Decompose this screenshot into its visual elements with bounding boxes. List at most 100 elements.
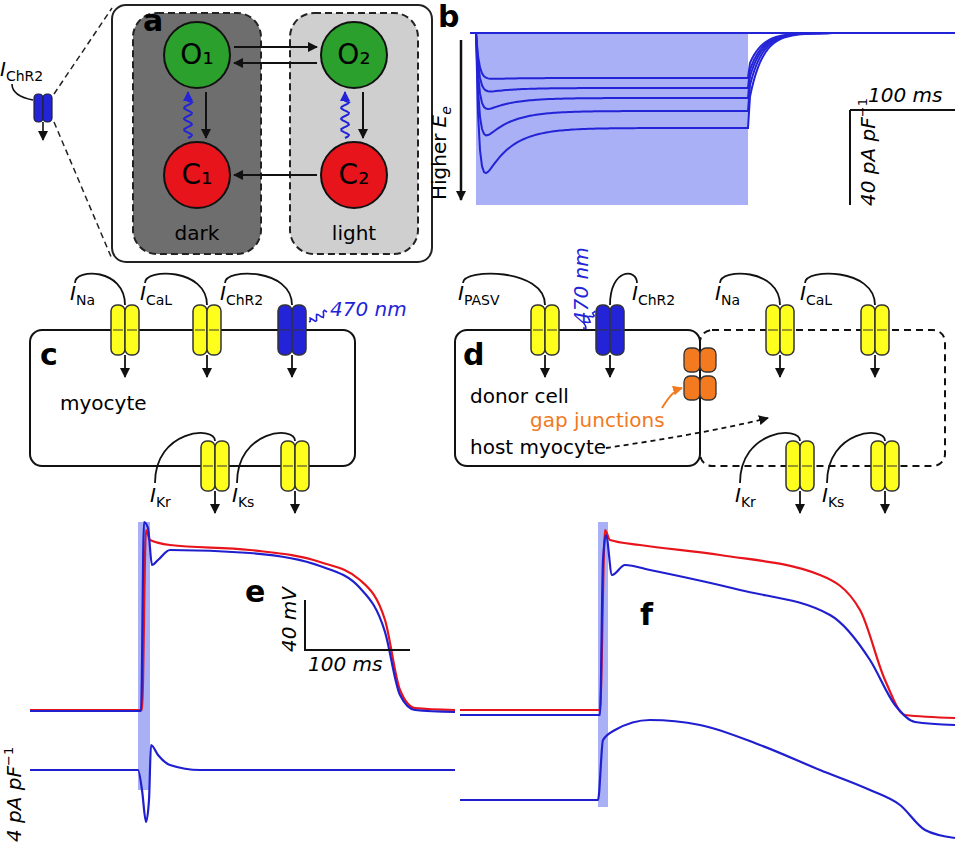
channel-segment [863,330,873,331]
label-text: Na [76,292,95,308]
label-text: I [458,281,464,305]
leader-line [740,433,800,483]
label-text: I [70,281,76,305]
cell-membrane [455,330,700,466]
current-name: INa [715,282,740,308]
model-frame [112,5,432,262]
channel-segment [782,330,792,331]
state-region: dark O₁ C₁ [133,13,261,254]
label-text: 100 ms [868,83,942,107]
label-text: 470 nm [569,247,593,324]
current-arrow [42,122,44,140]
label-text: I [632,281,638,305]
transition-arrow [234,46,317,48]
cell-box: myocyte [30,330,355,466]
state-circle: C₁ [163,141,231,209]
leader-line [12,84,33,100]
channel-segment [768,330,778,331]
label-text: gap junctions [530,408,665,432]
label-text: e [438,106,454,115]
transition-arrow [234,174,317,176]
current-name: IPASV [458,282,500,308]
node-text: C₂ [339,160,370,191]
panel-letter: d [463,338,484,371]
label-text: 470 nm [330,297,407,321]
action-potential-trace [30,530,455,710]
ion-channel [610,305,624,355]
channel-segment [533,330,543,331]
ion-channel [193,305,207,355]
state-region-shape [290,13,418,254]
channel-segment [209,330,219,331]
label-text: a [143,3,163,38]
label-text: Ks [238,494,254,510]
ion-channel [871,441,885,491]
transition-arrow [362,92,364,138]
gap-junction-label: gap junctions [530,409,665,431]
label-text: I [715,281,721,305]
current-name: IKs [822,484,844,510]
current-arrow [206,355,208,377]
current-name: ICaL [140,282,172,308]
label-text: 40 pA pF [856,117,880,206]
state-circle: O₁ [163,21,231,89]
node-text: dark [175,222,220,244]
current-name: INa [70,282,95,308]
ion-channel [278,305,292,355]
pointer-arrow [662,388,682,408]
ion-channel [207,305,221,355]
channel-segment [203,466,213,467]
channel-segment [113,330,123,331]
label-text: I [735,483,741,507]
channel-segment [802,466,812,467]
current-arrow [779,355,781,377]
node-text: light [332,222,376,244]
current-arrow [544,355,546,377]
current-name: IChR2 [0,58,43,84]
panel-letter: e [245,575,265,608]
scale-bar [305,600,410,650]
ion-channel [292,305,306,355]
channel-segment [612,330,622,331]
state-circle-shape [164,142,230,208]
panel-letter: c [40,338,58,371]
channel-segment [598,330,608,331]
light-transition [184,92,192,138]
gap-junction [684,376,700,400]
host-myocyte-label: host myocyte [470,436,606,458]
label-text: I [220,281,226,305]
channel-segment [280,330,290,331]
baseline [470,32,955,34]
label-text: Kr [156,494,171,510]
label-text: I [150,483,156,507]
wavelength-label: 470 nm [570,247,592,324]
donor-potential-trace [460,720,955,838]
channel-segment [297,466,307,467]
channel-segment [217,466,227,467]
label-text: E [427,115,451,128]
scale-label: 40 pA pF−1 [856,98,879,206]
action-potential-trace [30,522,455,712]
ion-channel [596,305,610,355]
label-text: 4 pA pF [2,766,26,842]
chr2-current-trace [470,33,858,135]
state-circle-shape [164,22,230,88]
scale-label: 100 ms [308,653,382,675]
direction-arrow [460,40,463,200]
label-text: I [822,483,828,507]
label-text: ChR2 [6,68,43,84]
node-text: O₂ [337,40,370,71]
zoom-line [54,8,112,94]
label-text: d [463,337,484,372]
gap-junction [700,348,716,372]
transition-arrow [205,92,207,138]
label-text: PASV [464,292,500,308]
label-text: I [0,57,6,81]
ion-channel [875,305,889,355]
current-arrow [291,355,293,377]
state-circle-shape [321,142,387,208]
